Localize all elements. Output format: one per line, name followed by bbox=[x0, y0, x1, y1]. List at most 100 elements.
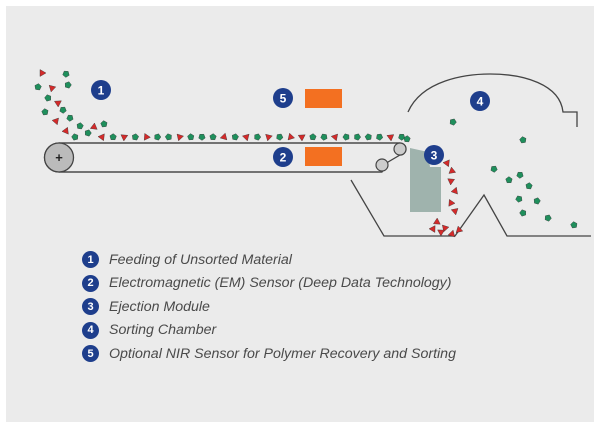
marker-2-number: 2 bbox=[280, 151, 287, 165]
sorting-chamber-housing bbox=[407, 73, 578, 127]
green-particle bbox=[276, 133, 284, 141]
green-particle bbox=[198, 133, 206, 141]
legend-item-nir-sensor: 5 Optional NIR Sensor for Polymer Recove… bbox=[82, 345, 456, 363]
red-particle bbox=[455, 225, 464, 233]
green-particle bbox=[76, 122, 84, 130]
red-particle bbox=[97, 133, 105, 142]
marker-5: 5 bbox=[273, 88, 293, 108]
green-particle bbox=[320, 133, 328, 141]
green-particle bbox=[71, 133, 79, 141]
legend-number-badge: 3 bbox=[82, 298, 99, 316]
red-particle bbox=[120, 134, 129, 142]
marker-3: 3 bbox=[424, 145, 444, 165]
green-particle bbox=[376, 133, 384, 141]
legend-item-chamber: 4 Sorting Chamber bbox=[82, 321, 456, 339]
red-particle bbox=[433, 217, 441, 225]
green-particle bbox=[519, 209, 527, 217]
red-particle bbox=[265, 133, 273, 142]
green-particle bbox=[100, 120, 108, 128]
marker-2: 2 bbox=[273, 147, 293, 167]
red-particle bbox=[442, 159, 450, 168]
green-particle bbox=[34, 83, 42, 91]
marker-1: 1 bbox=[91, 80, 111, 100]
red-particle bbox=[39, 69, 47, 77]
red-particle bbox=[448, 199, 456, 207]
green-particle bbox=[62, 70, 70, 78]
red-particle bbox=[51, 117, 59, 126]
red-particle bbox=[219, 132, 228, 141]
red-particle bbox=[428, 225, 436, 233]
marker-4: 4 bbox=[470, 91, 490, 111]
green-particle bbox=[187, 133, 195, 141]
diagram-panel bbox=[6, 6, 594, 422]
legend-item-em-sensor: 2 Electromagnetic (EM) Sensor (Deep Data… bbox=[82, 274, 456, 292]
legend-number-badge: 5 bbox=[82, 345, 99, 363]
green-particle bbox=[44, 94, 52, 102]
green-particle bbox=[209, 133, 217, 141]
red-particle bbox=[176, 133, 184, 142]
ejection-module bbox=[410, 167, 441, 212]
red-particle bbox=[242, 133, 250, 142]
green-particle bbox=[516, 171, 524, 179]
red-particle bbox=[447, 229, 456, 238]
legend-number-badge: 4 bbox=[82, 321, 99, 339]
marker-1-number: 1 bbox=[98, 84, 105, 98]
green-particle bbox=[164, 133, 172, 141]
red-particle bbox=[447, 178, 455, 186]
legend-item-feeding: 1 Feeding of Unsorted Material bbox=[82, 251, 456, 268]
green-particle bbox=[109, 133, 117, 141]
head-pulley: + bbox=[43, 142, 75, 173]
red-particle bbox=[386, 134, 395, 142]
material-particles bbox=[34, 69, 578, 238]
legend-number-badge: 1 bbox=[82, 251, 99, 268]
conveyor-belt bbox=[43, 142, 407, 173]
green-particle bbox=[41, 108, 49, 116]
green-particle bbox=[354, 133, 361, 141]
green-particle bbox=[449, 118, 457, 126]
green-particle bbox=[254, 133, 262, 141]
red-particle bbox=[448, 166, 457, 174]
nir-sensor bbox=[305, 89, 342, 108]
red-particle bbox=[330, 133, 338, 142]
tension-pulley bbox=[375, 158, 389, 172]
red-particle bbox=[450, 208, 459, 216]
em-sensor bbox=[305, 147, 342, 166]
red-particle bbox=[437, 229, 445, 237]
red-particle bbox=[61, 126, 69, 135]
legend: 1 Feeding of Unsorted Material 2 Electro… bbox=[82, 251, 456, 369]
green-particle bbox=[519, 136, 527, 144]
green-particle bbox=[403, 135, 411, 143]
head-pulley-symbol: + bbox=[55, 150, 63, 165]
marker-3-number: 3 bbox=[431, 149, 438, 163]
red-particle bbox=[287, 132, 295, 141]
green-particle bbox=[84, 129, 92, 137]
green-particle bbox=[525, 182, 533, 190]
green-particle bbox=[398, 133, 406, 141]
green-particle bbox=[544, 214, 552, 222]
red-particle bbox=[48, 84, 57, 93]
red-particle bbox=[89, 122, 98, 130]
green-particle bbox=[490, 165, 498, 173]
red-particle bbox=[54, 100, 62, 108]
green-particle bbox=[231, 133, 239, 141]
green-particle bbox=[309, 133, 317, 141]
legend-label: Electromagnetic (EM) Sensor (Deep Data T… bbox=[109, 275, 452, 292]
green-particle bbox=[66, 114, 74, 122]
legend-label: Optional NIR Sensor for Polymer Recovery… bbox=[109, 345, 456, 362]
green-particle bbox=[515, 195, 523, 203]
red-particle bbox=[297, 134, 306, 142]
red-particle bbox=[450, 186, 458, 195]
green-particle bbox=[59, 106, 67, 114]
legend-item-ejection: 3 Ejection Module bbox=[82, 298, 456, 316]
tail-pulley bbox=[393, 142, 407, 156]
green-particle bbox=[533, 197, 541, 205]
green-particle bbox=[505, 176, 513, 184]
green-particle bbox=[364, 133, 372, 141]
legend-label: Sorting Chamber bbox=[109, 322, 217, 339]
marker-5-number: 5 bbox=[280, 92, 287, 106]
legend-label: Ejection Module bbox=[109, 298, 210, 315]
green-particle bbox=[570, 221, 578, 229]
legend-number-badge: 2 bbox=[82, 274, 99, 292]
green-particle bbox=[342, 133, 350, 141]
